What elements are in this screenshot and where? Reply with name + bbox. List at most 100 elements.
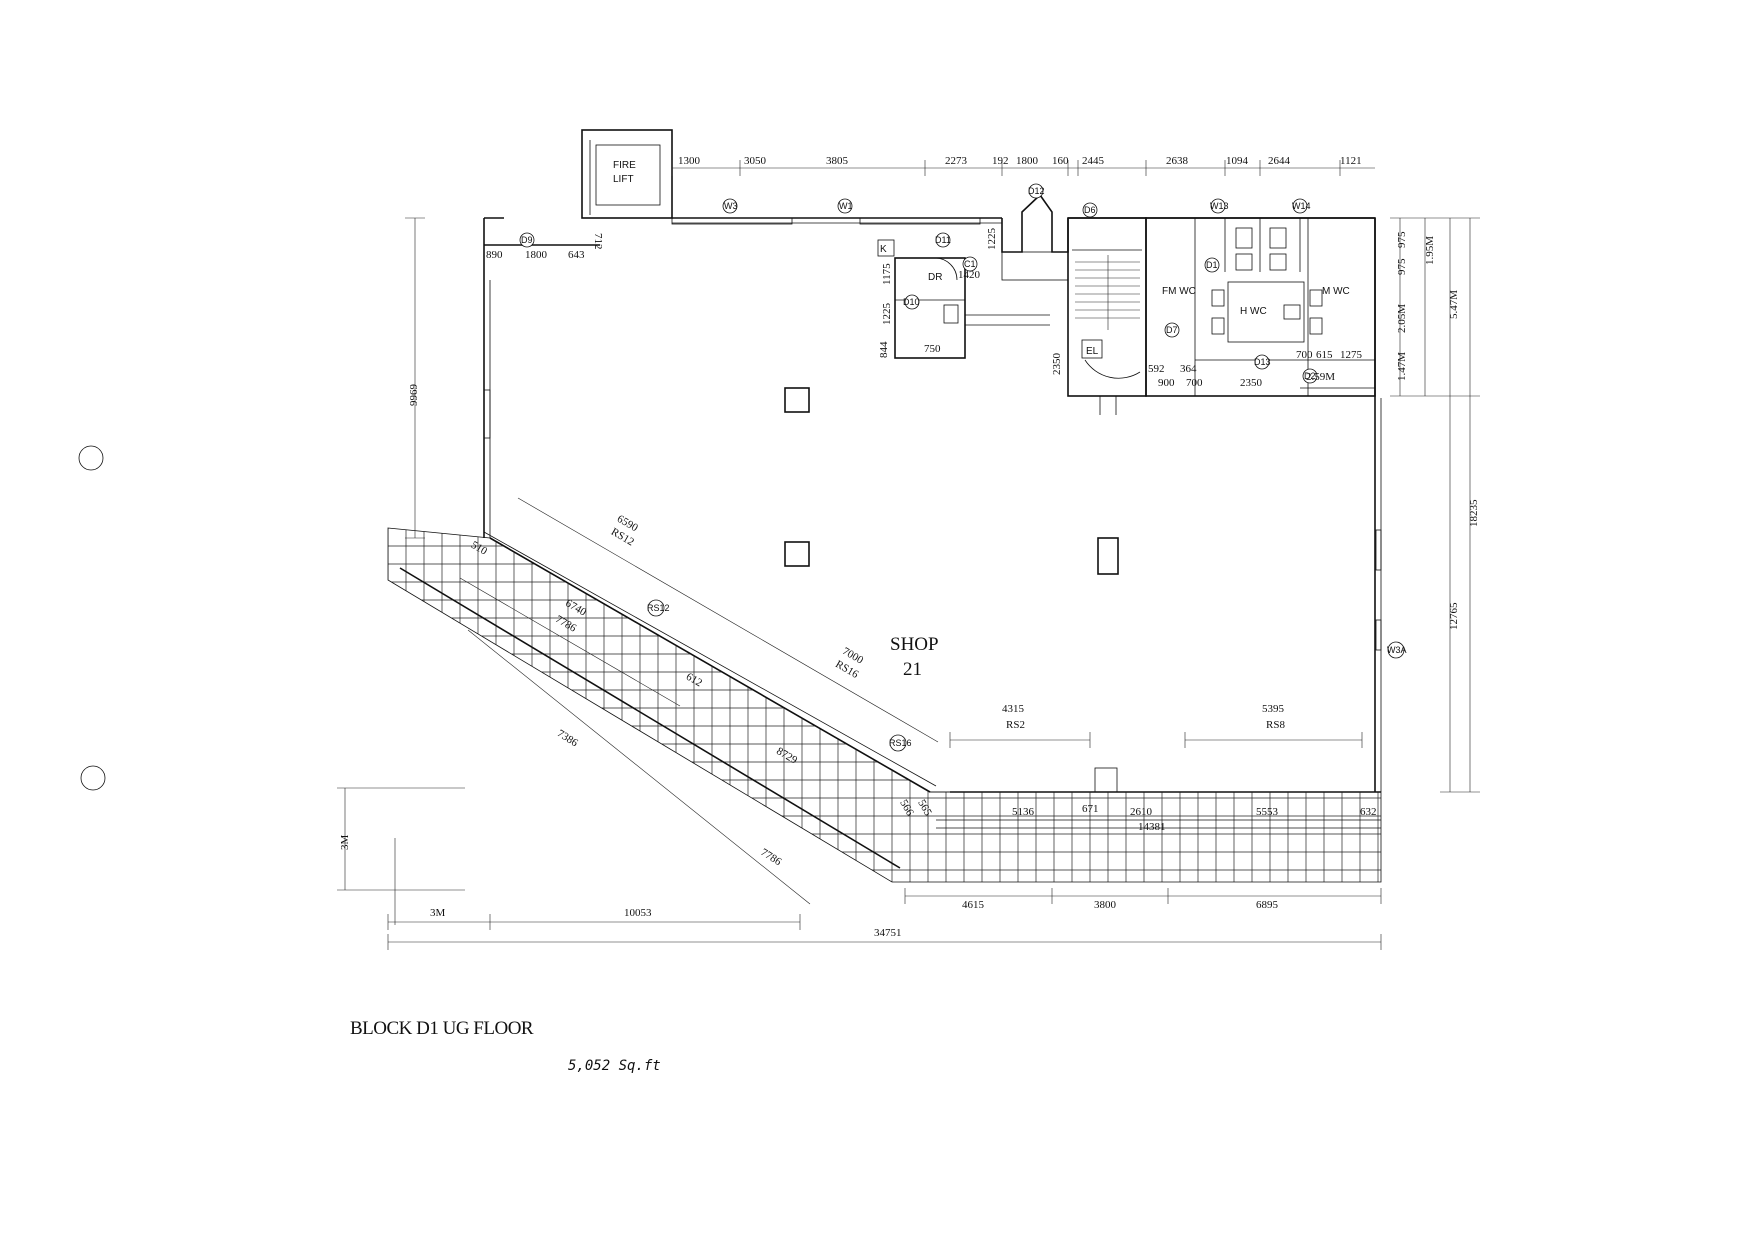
dim-rs2: RS2 xyxy=(1006,719,1025,731)
dim-top-1121: 1121 xyxy=(1340,155,1362,167)
tag-rs16: RS16 xyxy=(889,738,912,748)
tag-d10: D10 xyxy=(903,297,920,307)
dim-7786-lower: 7786 xyxy=(758,846,783,868)
dim-7786-upper: 7786 xyxy=(553,613,578,635)
tag-w3: W3 xyxy=(724,201,738,211)
service-core xyxy=(1067,217,1376,415)
dim-bottom-4615: 4615 xyxy=(962,899,985,911)
h-wc-label: H WC xyxy=(1240,306,1267,317)
tag-w3a: W3A xyxy=(1387,645,1407,655)
punch-hole-upper xyxy=(78,445,104,471)
dim-top-2644: 2644 xyxy=(1268,155,1291,167)
dim-bottom-6895: 6895 xyxy=(1256,899,1279,911)
shop-label: SHOP xyxy=(890,634,939,655)
tag-d6: D6 xyxy=(1084,205,1096,215)
dim-6740: 6740 xyxy=(563,597,588,619)
dim-259m: 2.59M xyxy=(1306,371,1335,383)
dim-top-2445: 2445 xyxy=(1082,155,1105,167)
dim-top-2273: 2273 xyxy=(945,155,968,167)
tag-d1: D1 xyxy=(1206,260,1218,270)
shop-number: 21 xyxy=(903,659,922,680)
dim-195m: 1.95M xyxy=(1424,236,1436,265)
fire-lift-label-line1: FIRE xyxy=(613,160,636,171)
dim-4315: 4315 xyxy=(1002,703,1025,715)
dim-612: 612 xyxy=(684,671,704,690)
dim-bottom-3m: 3M xyxy=(430,907,446,919)
dim-7386: 7386 xyxy=(555,727,580,749)
punch-hole-lower xyxy=(80,765,106,791)
dim-700-right: 700 xyxy=(1296,349,1313,361)
dim-9969: 9969 xyxy=(408,384,420,407)
dim-1225-top: 1225 xyxy=(986,228,998,251)
element-tags: W3 W1 D11 D12 D6 C1 D9 D10 D7 W13 W14 D1… xyxy=(519,183,1407,752)
dim-712: 712 xyxy=(592,233,604,250)
dim-1225-left: 1225 xyxy=(881,303,893,326)
dr-label: DR xyxy=(928,272,942,283)
outer-walls xyxy=(483,129,1382,793)
dim-565: 565 xyxy=(915,798,934,819)
dim-510: 510 xyxy=(469,539,490,558)
el-label: EL xyxy=(1086,346,1099,357)
dim-entry-1800: 1800 xyxy=(525,249,548,261)
dim-top-3805: 3805 xyxy=(826,155,849,167)
dim-900: 900 xyxy=(1158,377,1175,389)
dim-34751: 34751 xyxy=(874,927,902,939)
area-note: 5,052 Sq.ft xyxy=(568,1058,661,1074)
column-3 xyxy=(1097,537,1119,575)
dim-row-632: 632 xyxy=(1360,806,1377,818)
tag-d2: D2 xyxy=(1304,371,1316,381)
tag-d11: D11 xyxy=(935,235,951,245)
dim-12765: 12765 xyxy=(1448,602,1460,630)
dim-top-160: 160 xyxy=(1052,155,1069,167)
dim-592: 592 xyxy=(1148,363,1165,375)
dim-top-1800: 1800 xyxy=(1016,155,1039,167)
dim-top-2638: 2638 xyxy=(1166,155,1189,167)
dimension-lines xyxy=(337,160,1480,950)
tag-d13: D13 xyxy=(1254,357,1271,367)
dim-right-205m: 2.05M xyxy=(1396,304,1408,333)
dim-3m-vertical: 3M xyxy=(339,835,351,851)
dim-right-975a: 975 xyxy=(1396,231,1408,248)
fire-lift-label-line2: LIFT xyxy=(613,174,634,185)
dim-750: 750 xyxy=(924,343,941,355)
dim-rs8: RS8 xyxy=(1266,719,1285,731)
fm-wc-label: FM WC xyxy=(1162,286,1196,297)
dim-547m: 5.47M xyxy=(1448,290,1460,319)
dim-1275: 1275 xyxy=(1340,349,1363,361)
column-2 xyxy=(784,541,810,567)
dim-8729: 8729 xyxy=(774,745,799,767)
diagonal-wall xyxy=(483,531,950,793)
dim-bottom-3800: 3800 xyxy=(1094,899,1117,911)
dim-bottom-10053: 10053 xyxy=(624,907,652,919)
dim-1175: 1175 xyxy=(881,263,893,285)
dim-row-671: 671 xyxy=(1082,803,1099,815)
dim-row-5136: 5136 xyxy=(1012,806,1035,818)
dim-364: 364 xyxy=(1180,363,1197,375)
tag-w1: W1 xyxy=(839,201,853,211)
m-wc-label: M WC xyxy=(1322,286,1350,297)
drawing-title: BLOCK D1 UG FLOOR xyxy=(350,1018,534,1039)
dim-2350-wc: 2350 xyxy=(1240,377,1263,389)
dim-entry-643: 643 xyxy=(568,249,585,261)
dim-top-3050: 3050 xyxy=(744,155,767,167)
dim-566: 566 xyxy=(897,798,916,819)
dim-top-1300: 1300 xyxy=(678,155,701,167)
tag-w13: W13 xyxy=(1210,201,1229,211)
tag-c1: C1 xyxy=(964,259,976,269)
column-1 xyxy=(784,387,810,413)
k-label: K xyxy=(880,244,887,255)
dim-2350-stair: 2350 xyxy=(1051,353,1063,376)
dim-entry-890: 890 xyxy=(486,249,503,261)
dim-14381: 14381 xyxy=(1138,821,1166,833)
dim-right-147m: 1.47M xyxy=(1396,352,1408,381)
tag-rs12: RS12 xyxy=(647,603,670,613)
tag-d12: D12 xyxy=(1028,186,1045,196)
dim-844: 844 xyxy=(878,341,890,358)
dim-row-5553: 5553 xyxy=(1256,806,1279,818)
tag-d7: D7 xyxy=(1166,325,1178,335)
dim-615: 615 xyxy=(1316,349,1333,361)
dim-1420: 1420 xyxy=(958,269,981,281)
dim-top-192: 192 xyxy=(992,155,1009,167)
